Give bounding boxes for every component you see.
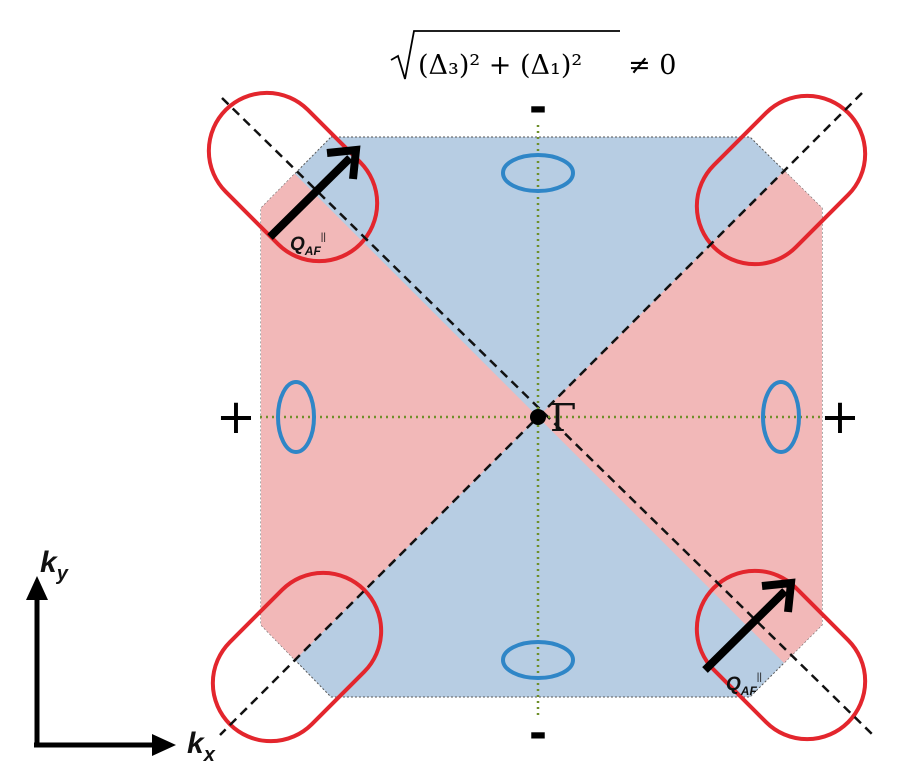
sign-bottom: - <box>529 708 547 759</box>
q-arrow-bottom-right-shaft <box>702 588 788 673</box>
gamma-label: Γ <box>550 396 576 440</box>
kx-label-sub: x <box>203 744 216 766</box>
ky-axis-arrowhead <box>26 576 48 600</box>
sign-left: + <box>216 389 256 445</box>
q-arrow-top-left-shaft <box>267 155 353 240</box>
sign-right: + <box>820 389 860 445</box>
q-arrow-bottom-right-head <box>761 578 796 613</box>
red-pocket-top-left <box>206 90 380 264</box>
q-label-sup: || <box>321 232 326 243</box>
kx-label-main: k <box>187 727 205 760</box>
ky-label: ky <box>40 546 69 585</box>
q-label-main: Q <box>290 234 305 255</box>
blue-pocket-right <box>761 380 801 454</box>
formula-inner: (Δ₃)² + (Δ₁)² <box>418 50 582 81</box>
blue-pocket-top <box>501 153 575 193</box>
sqrt-symbol <box>390 30 620 80</box>
gap-formula: (Δ₃)² + (Δ₁)² ≠ 0 <box>390 30 676 81</box>
formula-relation: ≠ 0 <box>628 50 676 81</box>
sign-top: - <box>529 82 547 133</box>
q-arrow-top-left-head <box>326 145 361 180</box>
q-label-sub: AF <box>740 684 758 698</box>
q-label-sup: || <box>757 672 762 683</box>
q-label-bottom-right: QAF|| <box>726 672 762 698</box>
blue-pocket-bottom <box>501 640 575 680</box>
diagonal-line-main <box>221 97 874 736</box>
kx-axis-arrowhead <box>152 734 176 756</box>
q-label-main: Q <box>726 674 741 695</box>
kx-label: kx <box>187 727 216 766</box>
q-label-sub: AF <box>304 244 322 258</box>
gamma-point <box>530 409 546 425</box>
blue-pocket-left <box>276 380 316 454</box>
ky-label-sub: y <box>56 563 69 585</box>
q-label-top-left: QAF|| <box>290 232 326 258</box>
ky-label-main: k <box>40 546 58 579</box>
red-pocket-top-right <box>694 93 868 267</box>
